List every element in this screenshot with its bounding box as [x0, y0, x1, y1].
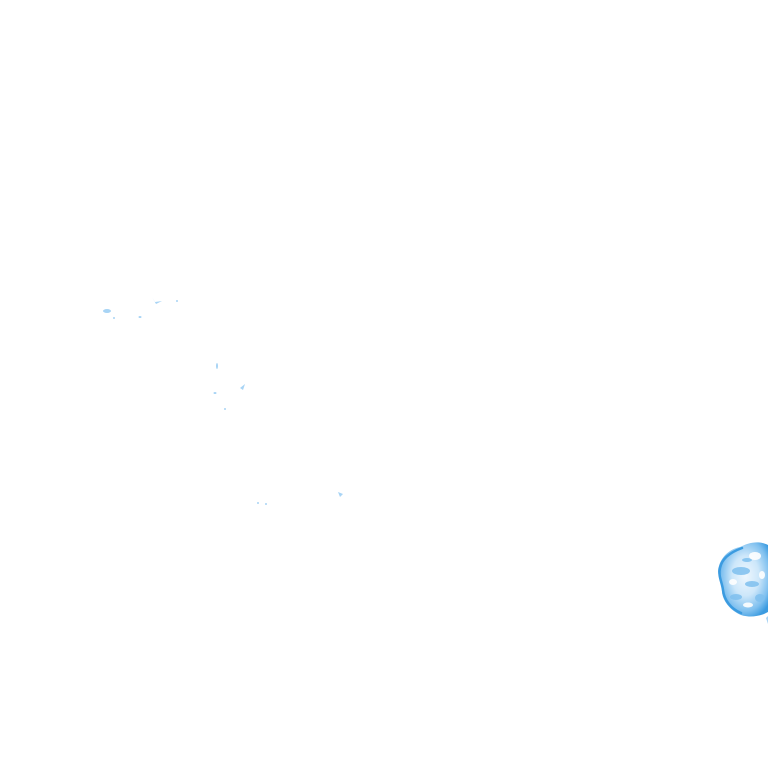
splash-blob-texture — [730, 558, 765, 602]
droplet — [265, 503, 267, 505]
droplet — [240, 384, 245, 390]
droplet — [257, 502, 259, 504]
splash-blob-outer — [718, 542, 768, 617]
droplet — [152, 297, 162, 304]
droplet — [176, 300, 178, 302]
droplet — [138, 316, 142, 318]
splash-blob-highlights — [729, 552, 765, 608]
splash-blob — [718, 542, 768, 624]
droplet — [338, 492, 343, 497]
droplet — [216, 363, 218, 369]
droplet-group — [103, 297, 343, 505]
splash-blob-edge — [718, 546, 744, 615]
droplet — [113, 317, 115, 319]
droplet — [103, 309, 111, 313]
droplet — [224, 408, 226, 410]
droplet — [213, 392, 217, 394]
